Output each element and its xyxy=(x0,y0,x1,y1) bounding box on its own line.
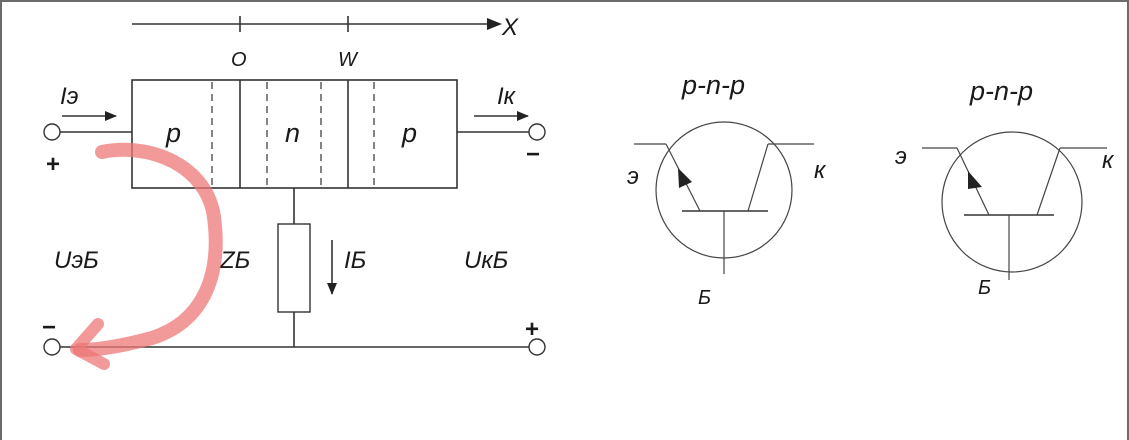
x-axis-arrow xyxy=(487,18,502,30)
base-impedance-label: ZБ xyxy=(219,247,250,274)
symbol-left-emitter-label: э xyxy=(627,163,639,190)
emitter-terminal-bottom xyxy=(43,338,61,356)
collector-base-voltage-label: UкБ xyxy=(464,247,508,274)
base-impedance-box xyxy=(277,223,311,313)
x-axis: X O W xyxy=(132,14,519,71)
symbol-right-emitter-arrow xyxy=(968,171,982,189)
annotation-arrowhead xyxy=(70,318,110,370)
x-axis-label: X xyxy=(501,14,519,41)
symbol-left-emitter-arrow xyxy=(678,168,692,188)
symbol-left-title: p-n-p xyxy=(681,70,745,100)
emitter-current-label: Iэ xyxy=(60,83,79,110)
pnp-symbol-left: p-n-p э к Б xyxy=(627,70,827,309)
sign-collector-bottom: + xyxy=(525,316,539,343)
emitter-terminal-top xyxy=(43,123,61,141)
collector-current-label: Iк xyxy=(497,83,517,110)
symbol-right-base-label: Б xyxy=(978,277,991,299)
symbol-right-collector-line xyxy=(1036,147,1061,216)
annotation-arrow xyxy=(70,142,223,370)
region-middle-label: n xyxy=(285,118,300,148)
circuit-wiring xyxy=(43,111,546,356)
symbol-left-base-label: Б xyxy=(698,287,711,309)
symbol-right-collector-label: к xyxy=(1102,147,1115,174)
sign-emitter-bottom: − xyxy=(42,314,56,341)
width-label: W xyxy=(338,49,359,71)
symbol-right-title: p-n-p xyxy=(969,76,1033,106)
symbol-left-collector-label: к xyxy=(814,157,827,184)
pnp-symbol-right: p-n-p э к Б xyxy=(895,76,1115,299)
origin-label: O xyxy=(231,49,247,71)
semiconductor-block: p n p xyxy=(131,79,458,189)
base-current-label: IБ xyxy=(344,247,366,274)
sign-emitter-top: + xyxy=(46,151,60,178)
region-left-label: p xyxy=(165,118,181,148)
collector-terminal-bottom xyxy=(528,338,546,356)
annotation-curve xyxy=(73,142,223,357)
symbol-right-circle xyxy=(941,131,1083,273)
region-right-label: p xyxy=(401,118,417,148)
symbol-left-collector-line xyxy=(747,143,769,212)
symbol-right-emitter-label: э xyxy=(895,143,907,170)
emitter-base-voltage-label: UэБ xyxy=(54,247,99,274)
collector-terminal-top xyxy=(528,123,546,141)
sign-collector-top: − xyxy=(526,141,540,168)
